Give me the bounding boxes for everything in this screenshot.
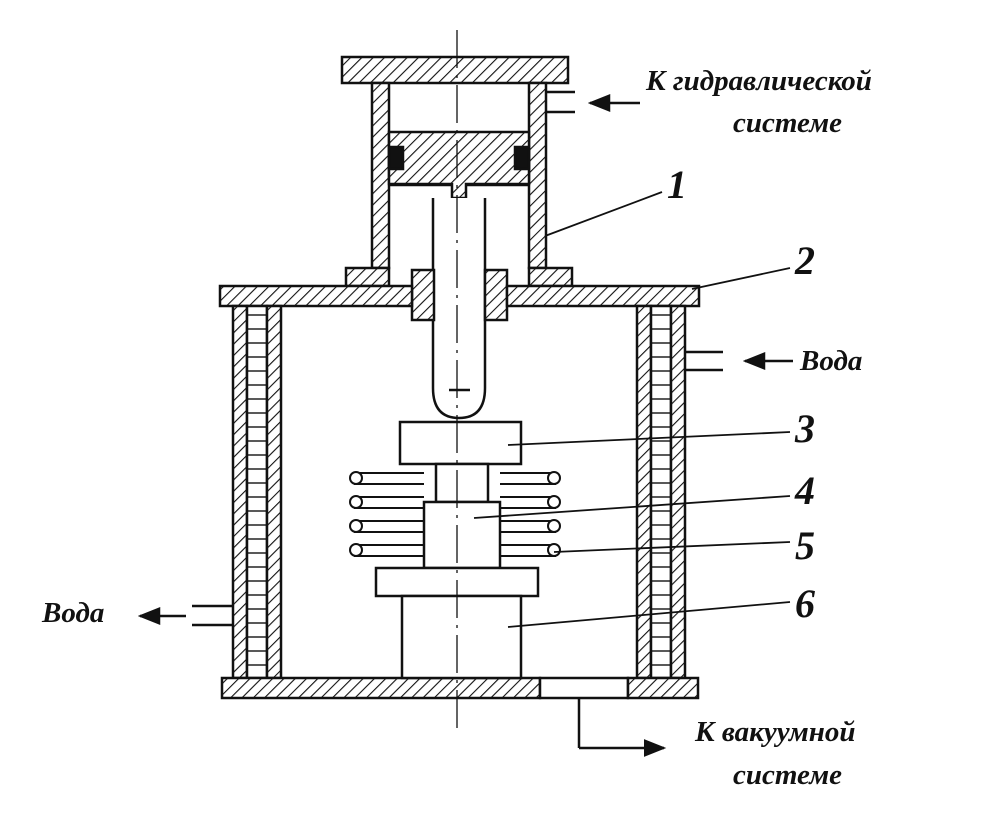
label-water-in: Вода xyxy=(799,345,862,377)
vacuum-line xyxy=(577,698,667,757)
heater-coil xyxy=(349,471,561,557)
support-column xyxy=(400,594,523,680)
leader-lines xyxy=(473,191,791,628)
label-vacuum-line2: системе xyxy=(733,759,842,791)
label-part-5: 5 xyxy=(795,523,815,568)
hydraulic-cylinder xyxy=(340,55,575,288)
label-part-2: 2 xyxy=(794,238,815,283)
label-part-1: 1 xyxy=(667,162,687,207)
piston xyxy=(387,130,531,200)
label-water-out: Вода xyxy=(41,597,104,629)
label-hydraulic-line1: К гидравлической xyxy=(645,65,872,97)
die-connector xyxy=(434,462,490,504)
label-hydraulic-line2: системе xyxy=(733,107,842,139)
rod-gland xyxy=(410,268,509,322)
water-inlet-pipe xyxy=(685,350,723,372)
plunger-rod xyxy=(431,198,487,420)
label-part-3: 3 xyxy=(794,406,815,451)
upper-die xyxy=(398,420,523,466)
label-vacuum-line1: К вакуумной xyxy=(694,716,856,748)
base-plate xyxy=(220,676,700,700)
chamber-lid xyxy=(218,284,701,308)
cooled-chamber-wall-left xyxy=(231,304,283,680)
label-part-6: 6 xyxy=(795,581,815,626)
water-outlet-pipe xyxy=(192,604,233,627)
label-part-4: 4 xyxy=(794,468,815,513)
sample-container xyxy=(422,500,502,570)
cooled-chamber-wall-right xyxy=(635,304,687,680)
